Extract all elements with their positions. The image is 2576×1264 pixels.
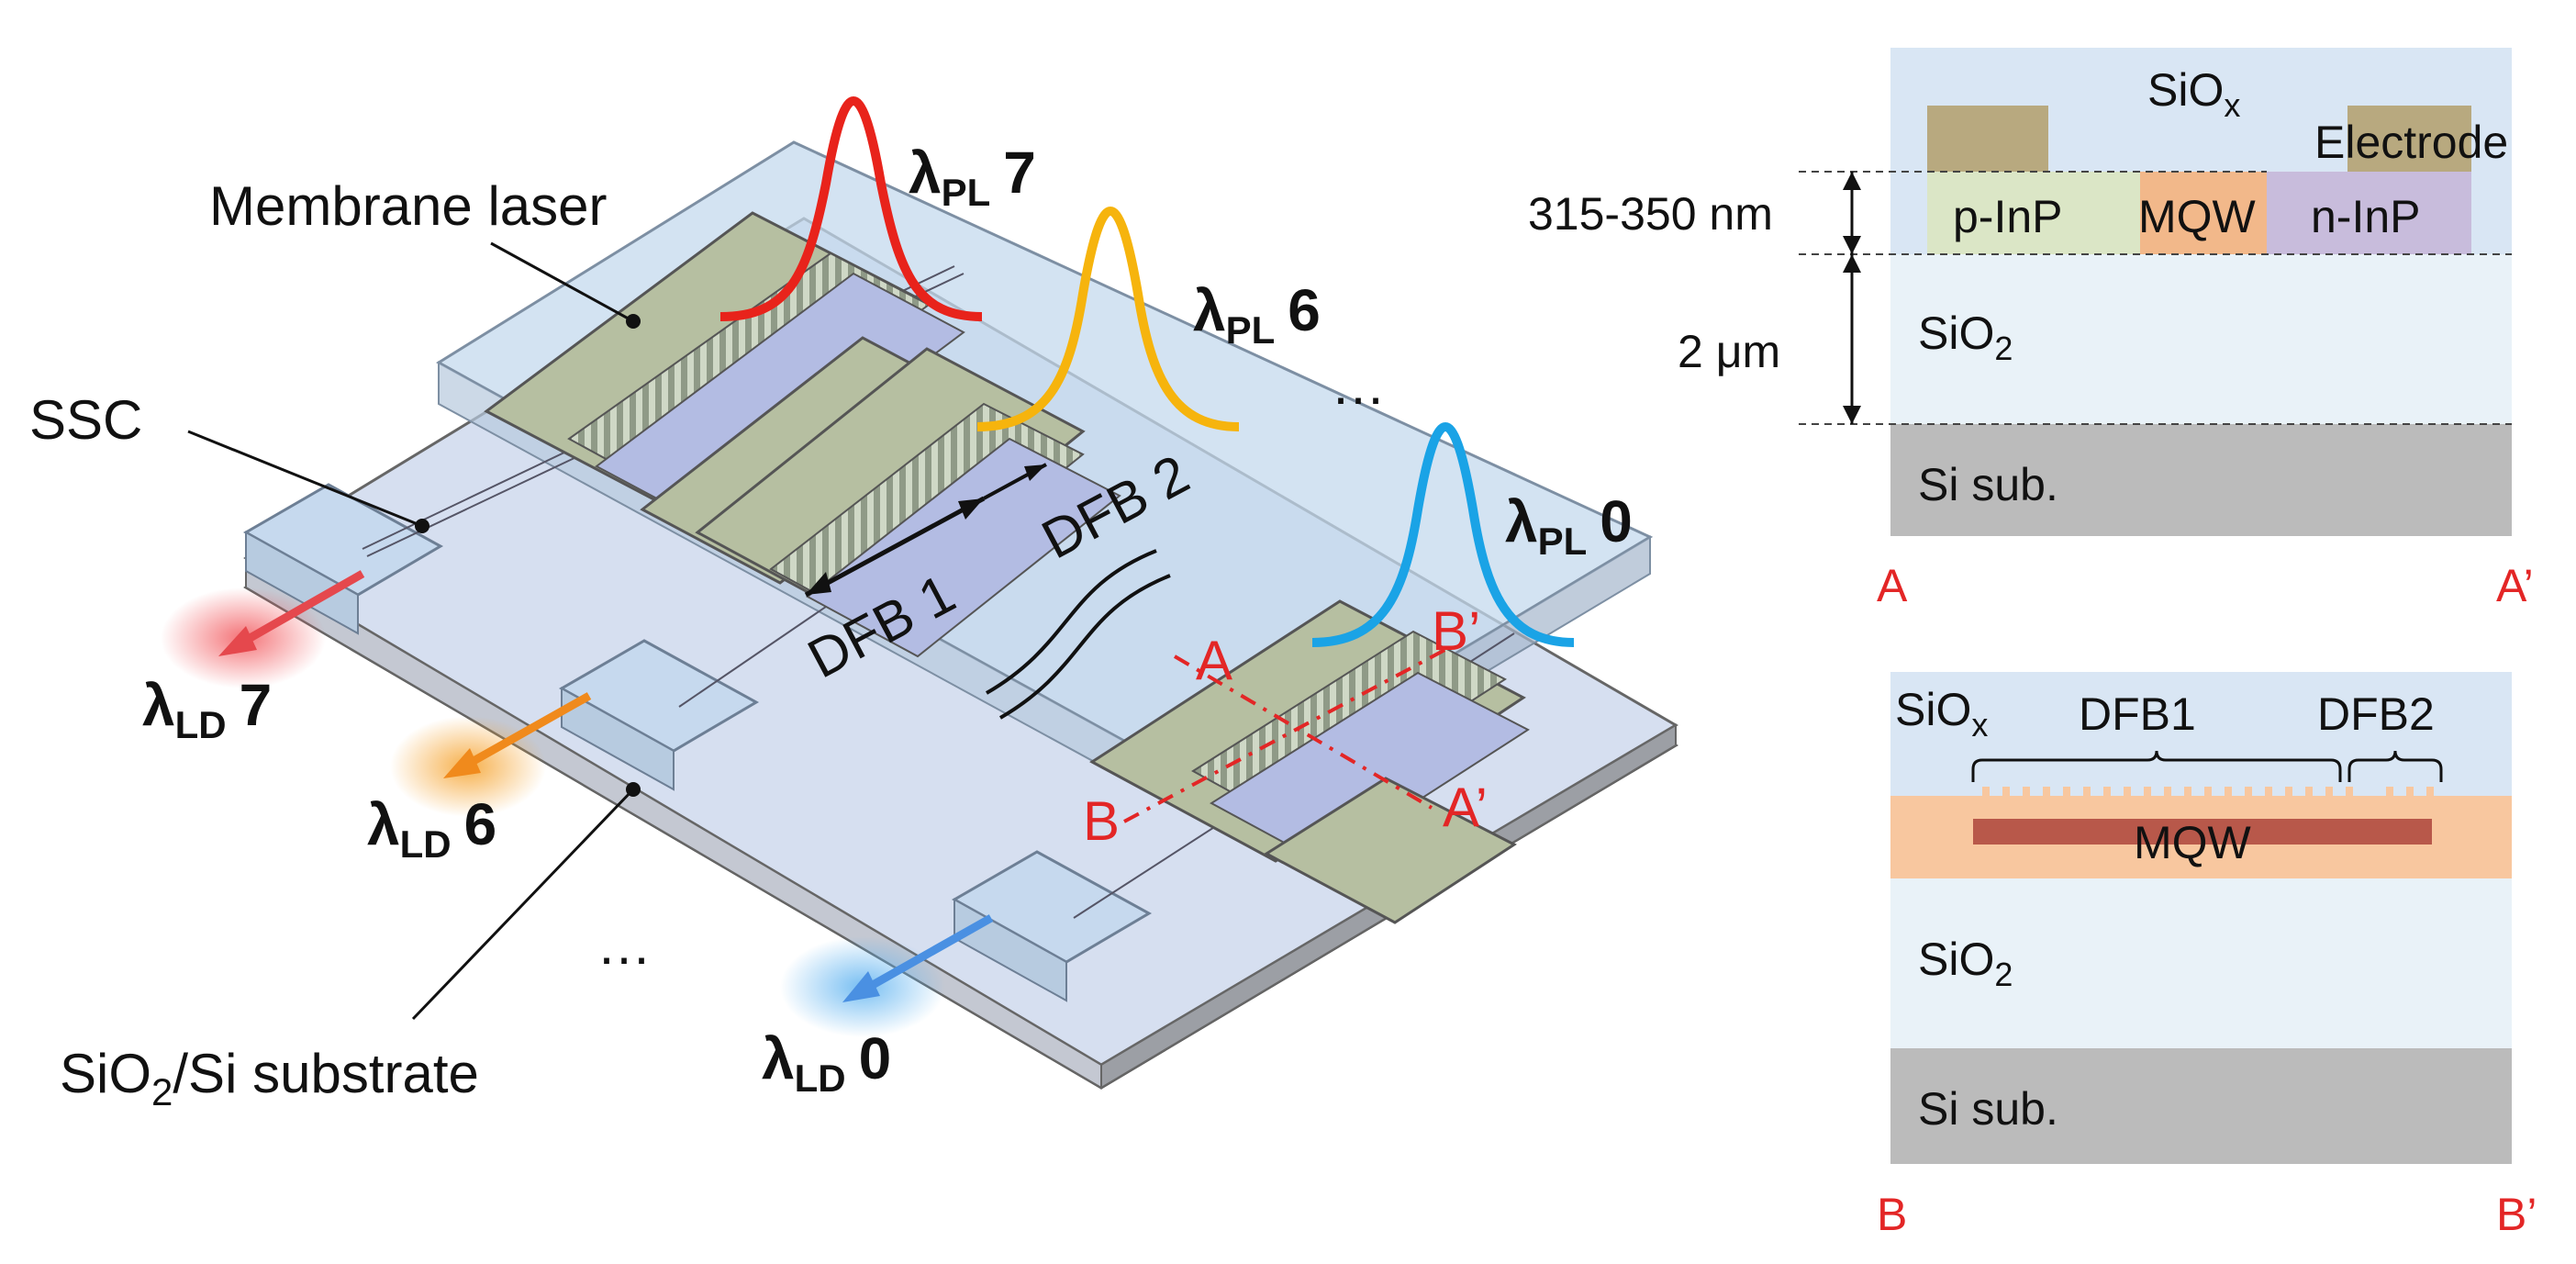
ssc-dot — [415, 519, 429, 533]
aa-pinp-layer — [1927, 172, 2140, 254]
ellipsis-bottom: … — [597, 914, 652, 976]
aa-electrode-left — [1927, 106, 2048, 172]
break-symbol-upper — [985, 549, 1157, 695]
section-b-prime-label: B’ — [1432, 600, 1480, 662]
aa-dim-thin-bottom — [1843, 236, 1861, 254]
bb-dfb2-brace — [2347, 750, 2443, 782]
bb-dfb1-label: DFB1 — [2079, 688, 2196, 740]
break-symbol-lower — [998, 574, 1171, 720]
aa-ninp-label: n-InP — [2311, 191, 2421, 242]
ld7-arrow — [231, 570, 365, 651]
ssc-label: SSC — [29, 389, 142, 451]
bb-siox-layer — [1890, 672, 2512, 796]
section-a-label: A — [1196, 630, 1232, 691]
bb-right-label: B’ — [2496, 1189, 2537, 1240]
ld6-arrowhead — [443, 748, 481, 778]
membrane-laser-label: Membrane laser — [209, 175, 608, 237]
bb-siox-label: SiOx — [1895, 684, 1988, 744]
aa-dim-thick-bottom — [1843, 406, 1861, 424]
dfb1-arrow — [804, 496, 986, 598]
aa-mqw-layer — [2140, 172, 2267, 254]
cross-section-aa: SiOx Electrode 315-350 nm p-InP MQW n-In… — [1528, 48, 2534, 611]
bb-si-label: Si sub. — [1918, 1083, 2058, 1135]
aa-oxide-thickness-label: 2 μm — [1678, 326, 1780, 377]
section-b-label: B — [1083, 790, 1120, 852]
ld0-arrowhead — [842, 971, 880, 1002]
bb-sio2-label: SiO2 — [1918, 934, 2013, 993]
dfb2-arrowhead — [1024, 464, 1046, 481]
ssc-leader — [187, 430, 423, 528]
bb-mqw-core — [1973, 819, 2432, 845]
dfb1-arrowhead-left — [806, 572, 831, 595]
chip-3d: Membrane laser SSC DFB 1 DFB 2 A A’ B B’… — [29, 95, 1678, 1113]
ld0-arrow — [855, 914, 994, 997]
substrate-dot — [626, 782, 641, 797]
laser-0 — [1089, 599, 1530, 924]
bb-sio2-layer — [1890, 878, 2512, 1048]
ld7-arrowhead — [218, 626, 257, 656]
aa-ninp-layer — [2267, 172, 2471, 254]
aa-dim-thin-top — [1843, 172, 1861, 190]
bb-left-label: B — [1877, 1189, 1907, 1240]
aa-sio2-layer — [1890, 254, 2512, 424]
dfb1-arrowhead-right — [958, 498, 984, 520]
bb-mqw-label: MQW — [2134, 817, 2252, 868]
aa-sio2-label: SiO2 — [1918, 308, 2013, 367]
membrane-laser-leader — [490, 241, 634, 323]
aa-left-label: A — [1877, 560, 1908, 611]
ld6-arrow — [456, 692, 592, 773]
membrane-laser-dot — [626, 314, 641, 329]
section-a-prime-label: A’ — [1443, 777, 1488, 838]
aa-mqw-label: MQW — [2138, 191, 2257, 242]
aa-si-layer — [1890, 424, 2512, 536]
bb-dfb1-brace — [1971, 750, 2342, 782]
aa-si-label: Si sub. — [1918, 459, 2058, 510]
aa-electrode-label: Electrode — [2314, 117, 2508, 168]
ellipsis-top: … — [1331, 354, 1386, 416]
pl6-spectrum — [976, 206, 1240, 431]
pl0-spectrum — [1311, 421, 1575, 647]
cross-section-bb: SiOx DFB1 DFB2 MQW SiO2 Si sub. B B’ — [1877, 672, 2537, 1240]
substrate-label: SiO2/Si substrate — [60, 1043, 479, 1113]
bb-grating — [1982, 787, 2434, 796]
aa-dim-thick-top — [1843, 254, 1861, 273]
bb-dfb2-label: DFB2 — [2317, 688, 2435, 740]
aa-thickness-label: 315-350 nm — [1528, 188, 1773, 240]
bb-si-layer — [1890, 1048, 2512, 1164]
ssc-box-7-front — [245, 531, 359, 635]
aa-electrode-right — [2347, 106, 2471, 172]
pl7-spectrum — [719, 95, 983, 321]
aa-right-label: A’ — [2496, 560, 2534, 611]
aa-siox-label: SiOx — [2147, 64, 2240, 124]
substrate-leader — [411, 788, 635, 1021]
aa-pinp-label: p-InP — [1953, 191, 2063, 242]
section-line-aa — [1173, 654, 1433, 810]
